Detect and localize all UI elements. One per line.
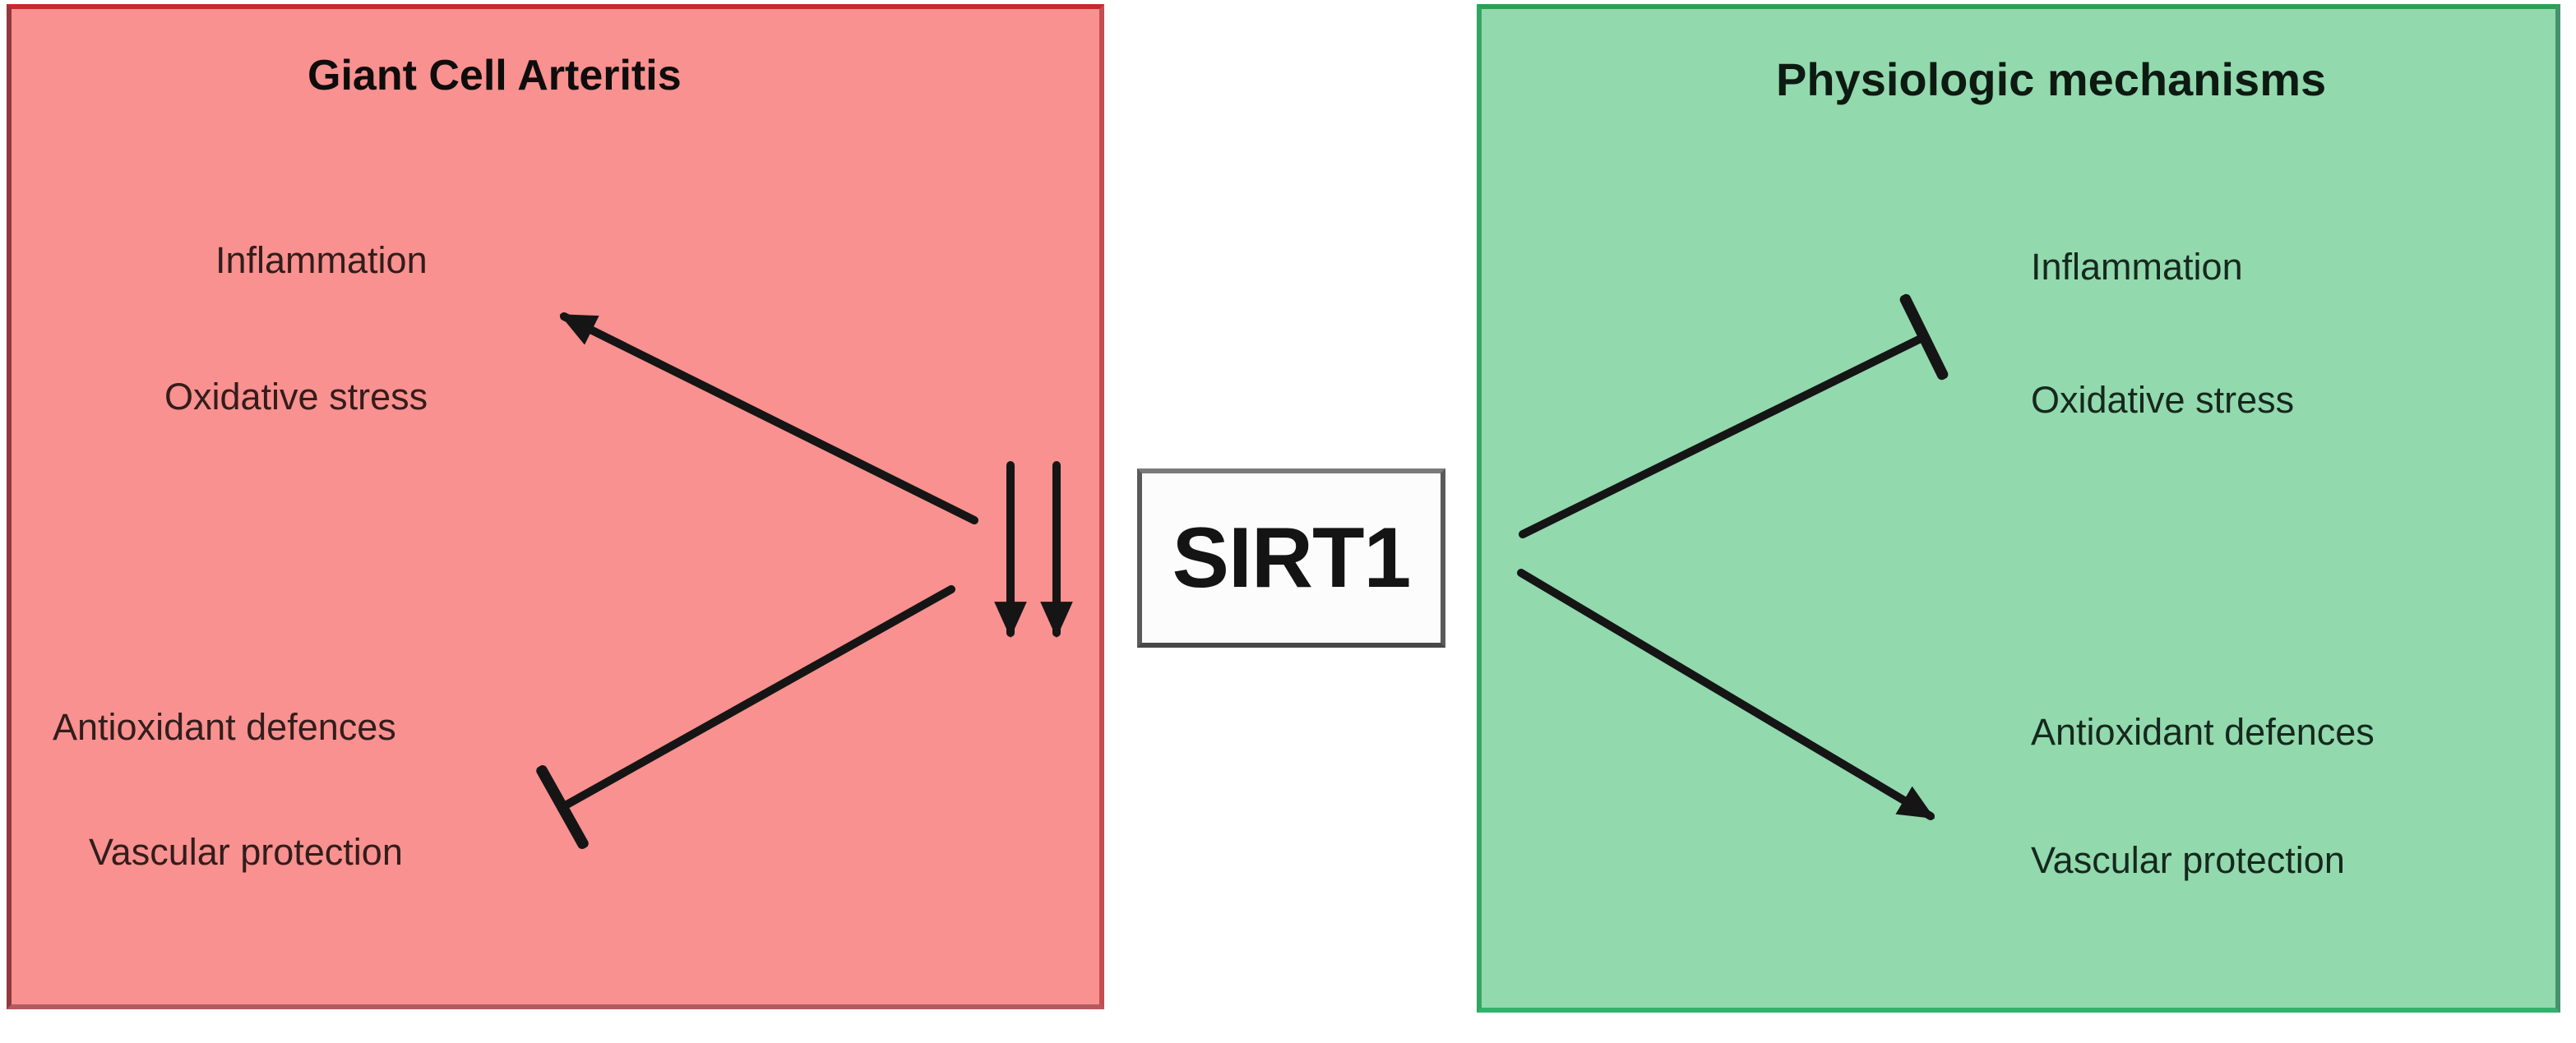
sirt1-gene-label: SIRT1: [1172, 510, 1412, 606]
left-panel-title: Giant Cell Arteritis: [308, 52, 682, 99]
panel-physiologic-mechanisms: [1477, 4, 2560, 1013]
left-label-vascular-protection: Vascular protection: [89, 831, 403, 873]
right-label-inflammation: Inflammation: [2031, 246, 2243, 288]
right-label-vascular-protection: Vascular protection: [2031, 839, 2345, 881]
sirt1-box: SIRT1: [1137, 468, 1445, 648]
right-label-oxidative-stress: Oxidative stress: [2031, 379, 2295, 421]
left-label-inflammation: Inflammation: [215, 239, 428, 281]
left-label-antioxidant-defences: Antioxidant defences: [53, 706, 396, 748]
right-panel-title: Physiologic mechanisms: [1776, 53, 2327, 105]
right-label-antioxidant-defences: Antioxidant defences: [2031, 711, 2375, 753]
left-label-oxidative-stress: Oxidative stress: [164, 376, 428, 418]
